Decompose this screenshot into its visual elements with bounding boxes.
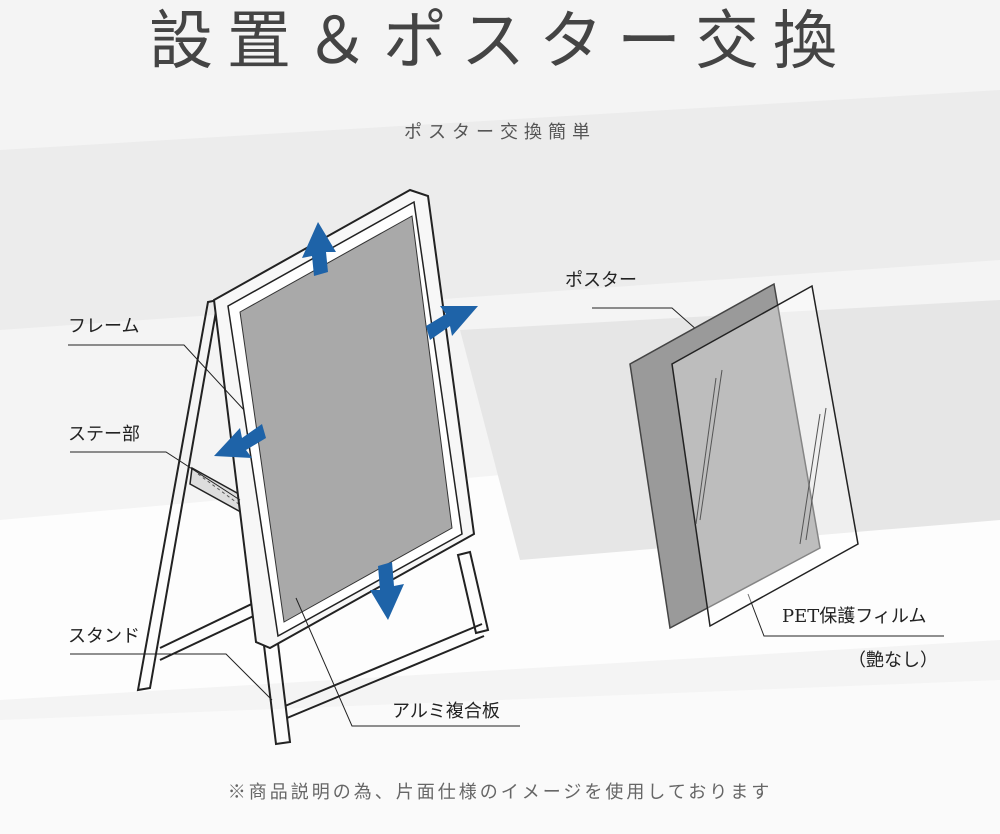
label-pet-film: PET保護フィルム [782,606,927,627]
footnote: ※商品説明の為、片面仕様のイメージを使用しております [227,782,773,803]
label-stand: スタンド [68,626,140,647]
label-aluminum: アルミ複合板 [392,701,500,722]
frame [212,188,476,650]
label-stay: ステー部 [68,424,140,445]
arrow-right-icon [426,306,478,340]
label-frame: フレーム [68,316,140,337]
label-pet-sub: （艶なし） [848,650,938,671]
page-subtitle: ポスター交換簡単 [404,122,596,143]
label-poster: ポスター [565,270,637,291]
page-title: 設置＆ポスター交換 [149,5,851,79]
arrow-down-icon [370,562,404,620]
arrow-left-icon [214,424,266,458]
leader-lines [68,307,944,727]
arrow-up-icon [302,222,336,276]
poster-sheet [629,282,821,630]
pet-film [671,284,859,628]
